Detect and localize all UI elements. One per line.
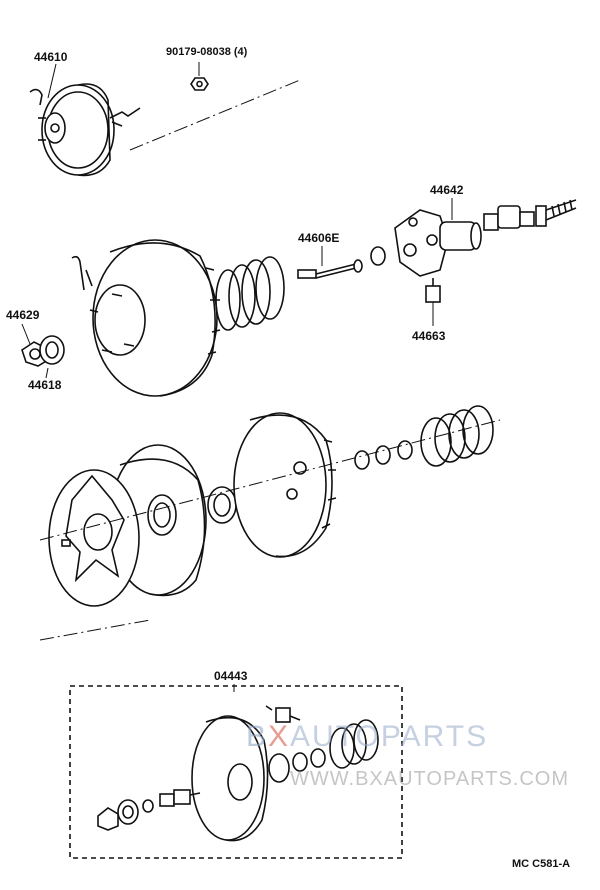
label-44642: 44642	[430, 183, 464, 197]
label-44606E: 44606E	[298, 231, 340, 245]
leader-44629	[21, 323, 31, 345]
seal-ring	[207, 486, 237, 524]
push-rod-44606E	[297, 246, 386, 279]
diagram-code: MC C581-A	[512, 858, 571, 870]
leader-44610	[47, 63, 57, 99]
center-line	[129, 79, 301, 151]
label-44610: 44610	[34, 50, 68, 64]
piston-boot	[420, 405, 494, 467]
kit-seals	[268, 748, 326, 783]
diaphragm-plate	[48, 469, 140, 607]
label-04443: 04443	[214, 669, 248, 683]
label-90179: 90179-08038 (4)	[166, 46, 248, 58]
return-spring	[215, 256, 285, 331]
front-diaphragm	[233, 412, 337, 558]
label-44618: 44618	[28, 378, 62, 392]
center-line	[39, 419, 501, 541]
label-44663: 44663	[412, 329, 446, 343]
nut-90179	[190, 77, 209, 91]
kit-rod	[265, 705, 301, 723]
booster-assembly-44610	[29, 83, 141, 177]
watermark-url: WWW.BXAUTOPARTS.COM	[290, 768, 570, 790]
kit-diaphragm	[191, 715, 269, 842]
leader-44618	[45, 367, 49, 379]
kit-small-parts	[97, 789, 201, 831]
label-44629: 44629	[6, 308, 40, 322]
seal-44618	[39, 335, 65, 365]
valve-key-44663	[425, 278, 441, 303]
valve-body-44642	[394, 199, 577, 277]
kit-boot	[329, 719, 379, 769]
watermark-brand: BXAUTOPARTS	[246, 720, 489, 753]
center-line	[39, 619, 151, 641]
kit-boundary-04443	[69, 685, 403, 859]
booster-front-shell	[71, 239, 221, 397]
washers	[354, 440, 413, 470]
